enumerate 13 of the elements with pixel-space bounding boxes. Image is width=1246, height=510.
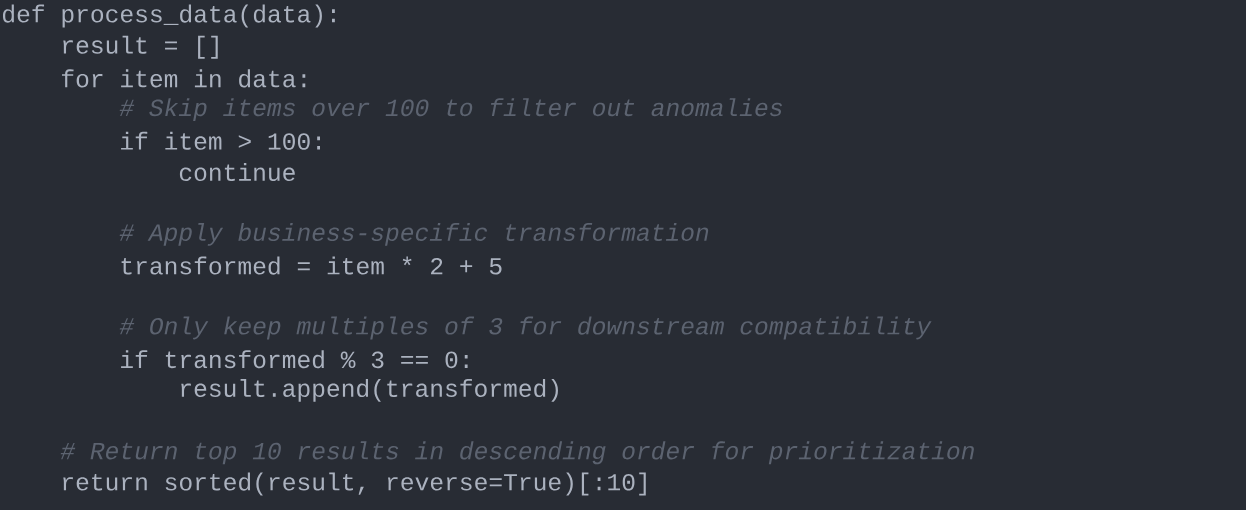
code-line: for item in data: (62, 69, 306, 88)
code-line: result = [] (63, 35, 218, 59)
code-line: return sorted(result, reverse=True)[:10] (63, 472, 646, 496)
code-line: if transformed % 3 == 0: (121, 350, 468, 369)
code-comment: # Skip items over 100 to filter out anomalies (119, 98, 782, 122)
code-line: def process_data(data): (3, 4, 335, 28)
code-line: transformed = item * 2 + 5 (121, 256, 502, 275)
code-line: if item > 100: (121, 131, 320, 150)
code-line: result.append(transformed) (181, 378, 558, 402)
code-comment: # Return top 10 results in descending order for prioritization (60, 441, 974, 465)
code-comment: # Apply business-specific transformation (119, 222, 709, 246)
code-line: continue (179, 162, 295, 182)
code-comment: # Only keep multiples of 3 for downstream compatibility (119, 316, 932, 340)
